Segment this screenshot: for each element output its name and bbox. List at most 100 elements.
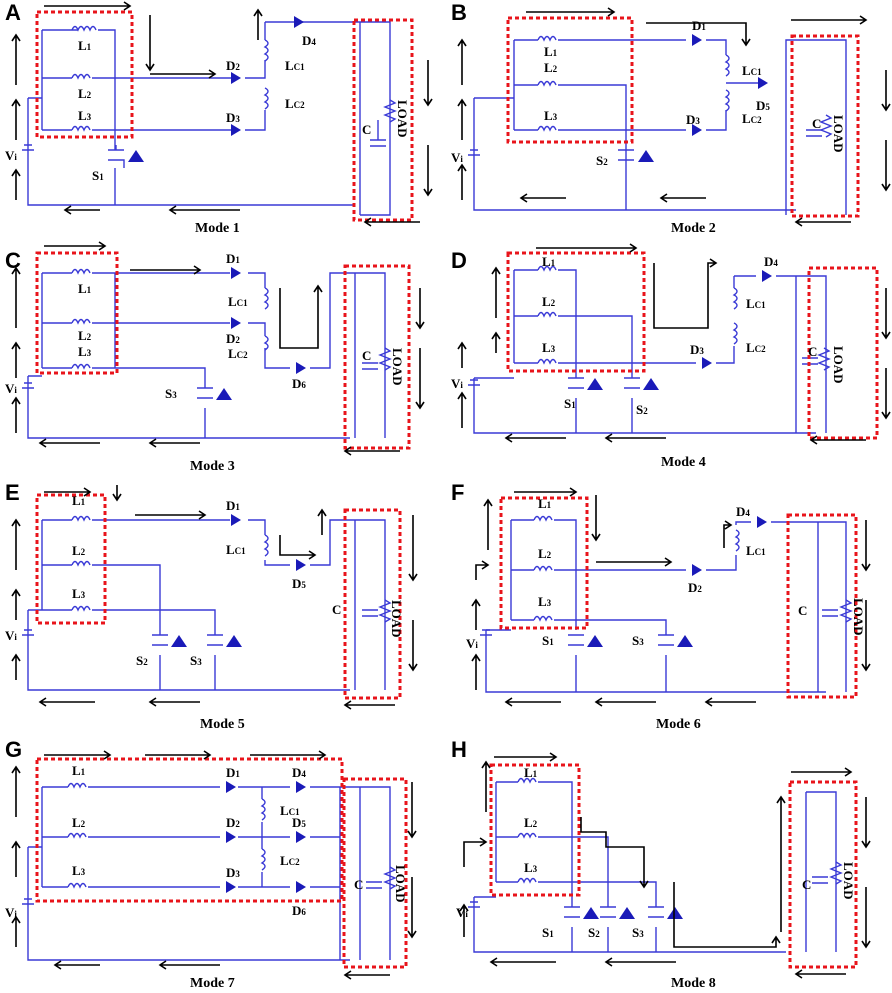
panel-label: G xyxy=(5,737,23,762)
svg-text:L1: L1 xyxy=(524,765,538,780)
svg-text:L2: L2 xyxy=(538,546,552,561)
diode-d6 xyxy=(296,881,306,893)
svg-text:S1: S1 xyxy=(92,168,104,183)
svg-text:Mode 6: Mode 6 xyxy=(656,717,701,732)
svg-text:L2: L2 xyxy=(544,60,558,75)
svg-text:L3: L3 xyxy=(78,108,92,123)
panel-e: E L1 L2 L3 Vi S2 S3 D1 D5 LC1 xyxy=(0,480,446,732)
diode-d3 xyxy=(231,124,241,136)
svg-text:L2: L2 xyxy=(524,815,538,830)
svg-text:C: C xyxy=(802,877,811,892)
svg-text:C: C xyxy=(812,116,821,131)
svg-text:LOAD: LOAD xyxy=(841,862,856,900)
svg-text:D2: D2 xyxy=(688,580,702,595)
svg-text:LC1: LC1 xyxy=(226,542,246,557)
inductor-bank-box xyxy=(499,496,589,630)
svg-text:L2: L2 xyxy=(72,543,86,558)
diode-d3 xyxy=(692,124,702,136)
diode-d5 xyxy=(296,831,306,843)
diode-d3 xyxy=(702,357,712,369)
switch-diode-2 xyxy=(619,907,635,919)
panel-b: B L1 L2 L3 Vi S2 D1 D3 D5 LC1 LC2 xyxy=(446,0,892,248)
svg-text:LC1: LC1 xyxy=(228,294,248,309)
inductor-bank-box xyxy=(35,10,134,139)
circuit-diagram-mode-4: L1 L2 L3 Vi S1 S2 D4 D3 LC1 LC2 C LOAD M… xyxy=(451,243,891,470)
svg-text:L1: L1 xyxy=(78,281,92,296)
svg-text:S2: S2 xyxy=(588,925,600,940)
svg-text:LC1: LC1 xyxy=(746,296,766,311)
diode-d2 xyxy=(231,317,241,329)
switch-diode-2 xyxy=(226,635,242,647)
svg-text:LC2: LC2 xyxy=(746,340,766,355)
svg-text:Vi: Vi xyxy=(5,148,17,163)
svg-text:S1: S1 xyxy=(564,396,576,411)
svg-text:L3: L3 xyxy=(542,340,556,355)
svg-text:C: C xyxy=(798,603,807,618)
svg-text:L2: L2 xyxy=(542,294,556,309)
svg-text:LOAD: LOAD xyxy=(831,346,846,384)
svg-text:D4: D4 xyxy=(736,504,750,519)
inductor-bank-box xyxy=(506,16,634,144)
inductor-bank-box xyxy=(489,763,581,897)
svg-text:LOAD: LOAD xyxy=(390,348,405,386)
switch-diode-1 xyxy=(583,907,599,919)
panel-label: E xyxy=(5,480,20,505)
switch-diode-2 xyxy=(643,378,659,390)
svg-text:LC2: LC2 xyxy=(280,853,300,868)
diode-d3 xyxy=(226,881,236,893)
switch-diode-1 xyxy=(587,378,603,390)
svg-text:S3: S3 xyxy=(165,386,177,401)
svg-text:Vi: Vi xyxy=(5,381,17,396)
panel-label: D xyxy=(451,248,467,273)
svg-text:D1: D1 xyxy=(692,18,706,33)
svg-text:L1: L1 xyxy=(72,763,86,778)
inductor-bank-box xyxy=(35,251,119,375)
diode-d5 xyxy=(758,77,768,89)
svg-text:D3: D3 xyxy=(226,110,240,125)
svg-text:L3: L3 xyxy=(544,108,558,123)
svg-text:Mode 1: Mode 1 xyxy=(195,221,240,236)
panel-c: C L1 L2 L3 Vi S3 D1 D2 D6 LC1 LC2 xyxy=(0,241,446,496)
svg-text:Vi: Vi xyxy=(5,628,17,643)
current-arrow xyxy=(44,1,132,11)
svg-text:Mode 7: Mode 7 xyxy=(190,976,235,991)
svg-text:D4: D4 xyxy=(302,33,316,48)
switch-diode-3 xyxy=(667,907,683,919)
panel-label: H xyxy=(451,737,467,762)
panel-d: D L1 L2 L3 Vi S1 S2 D4 D3 LC1 LC2 xyxy=(446,243,892,496)
svg-text:LC1: LC1 xyxy=(280,803,300,818)
svg-text:S3: S3 xyxy=(632,925,644,940)
svg-text:L3: L3 xyxy=(524,860,538,875)
load-box xyxy=(343,264,411,450)
svg-text:D6: D6 xyxy=(292,376,306,391)
diode-d1 xyxy=(692,34,702,46)
switch-diode-2 xyxy=(677,635,693,647)
svg-text:S2: S2 xyxy=(596,153,608,168)
svg-text:D3: D3 xyxy=(686,112,700,127)
circuit-diagram-mode-2: L1 L2 L3 Vi S2 D1 D3 D5 LC1 LC2 C LOAD M… xyxy=(451,7,891,236)
load-box xyxy=(343,508,402,700)
svg-text:L3: L3 xyxy=(78,344,92,359)
svg-text:Vi: Vi xyxy=(451,376,463,391)
panel-label: F xyxy=(451,480,465,505)
svg-text:LC2: LC2 xyxy=(742,111,762,126)
svg-text:C: C xyxy=(354,877,363,892)
circuit-diagram-mode-8: L1 L2 L3 Vi S1 S2 S3 C LOAD Mode 8 xyxy=(456,752,871,991)
load-box xyxy=(352,18,414,222)
svg-text:L1: L1 xyxy=(538,496,552,511)
svg-text:C: C xyxy=(332,602,341,617)
switch-diode xyxy=(638,150,654,162)
circuit-diagram-mode-3: L1 L2 L3 Vi S3 D1 D2 D6 LC1 LC2 C LOAD M… xyxy=(5,241,425,474)
switch-diode-1 xyxy=(587,635,603,647)
svg-text:LOAD: LOAD xyxy=(393,865,408,903)
svg-text:Mode 8: Mode 8 xyxy=(671,976,716,991)
inductor-bank-box xyxy=(506,251,646,373)
svg-text:D5: D5 xyxy=(292,815,306,830)
svg-text:LC1: LC1 xyxy=(746,543,766,558)
svg-text:D2: D2 xyxy=(226,331,240,346)
svg-text:D2: D2 xyxy=(226,815,240,830)
inductor-diode-box xyxy=(35,757,344,903)
load-box xyxy=(790,34,860,218)
svg-text:LOAD: LOAD xyxy=(389,600,404,638)
panel-label: A xyxy=(5,0,21,25)
